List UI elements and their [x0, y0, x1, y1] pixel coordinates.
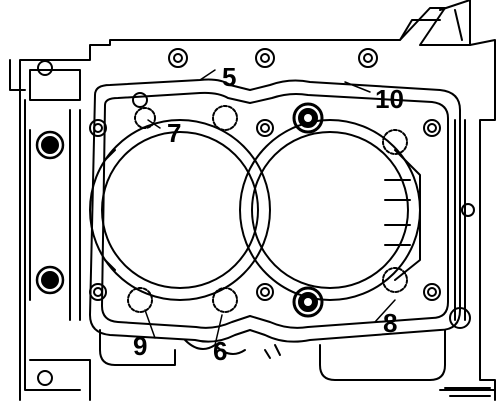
callout-8: 8 [383, 308, 397, 338]
callout-9: 9 [133, 331, 147, 361]
cylinder-bore-left [89, 119, 271, 301]
bolt-hole-set [89, 119, 475, 301]
side-bolt-lower [35, 265, 65, 295]
side-bolt-upper [35, 130, 65, 160]
head-gasket [89, 78, 461, 343]
head-bolt-highlight-upper [292, 102, 324, 134]
callout-10: 10 [375, 84, 404, 114]
callout-5: 5 [222, 62, 236, 92]
engine-block-outline [9, 0, 496, 401]
crank-webs [104, 149, 421, 281]
dowel-passages [127, 105, 408, 313]
top-bosses [37, 48, 378, 108]
head-bolt-highlight-lower [292, 286, 324, 318]
cylinder-bore-right [239, 119, 421, 301]
leader-lines [144, 69, 396, 346]
callout-6: 6 [213, 336, 227, 366]
callout-7: 7 [167, 118, 181, 148]
